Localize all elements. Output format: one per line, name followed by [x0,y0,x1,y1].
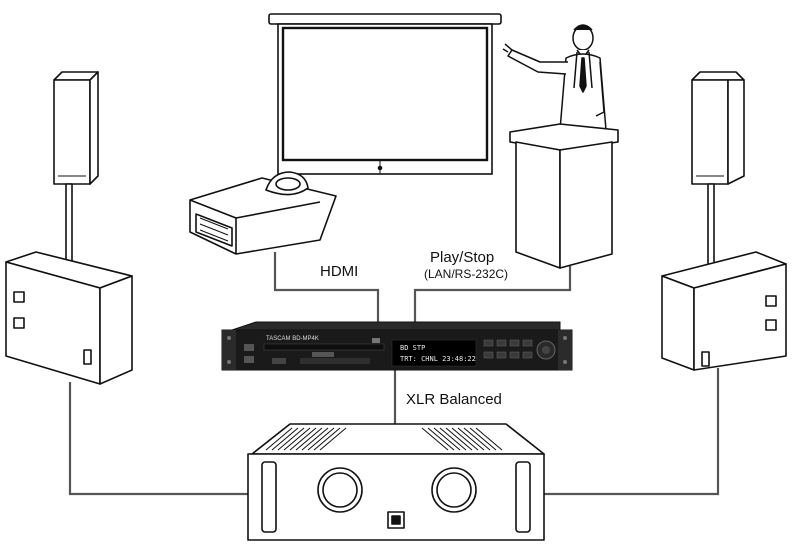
hdmi-label: HDMI [320,263,358,280]
control-label: Play/Stop [430,249,494,266]
cables [68,252,720,496]
podium-icon [509,123,619,269]
control-sub-label: (LAN/RS-232C) [424,267,508,281]
projector-icon [189,171,337,255]
transport-buttons [483,339,533,359]
player-display-line1: BD STP [400,344,425,352]
player-display-line2: TRT: CHNL 23:48:22 [400,355,476,363]
hdmi-cable [273,252,380,322]
projection-screen-icon [268,13,502,175]
speaker-icon [661,71,787,371]
speaker-cable-right [542,368,720,496]
audio-label: XLR Balanced [406,391,502,408]
lan-cable [413,262,572,322]
speaker-cable-left [68,382,250,496]
media-player: TASCAM BD-MP4K BD STP TRT: CHNL 23:48:22 [221,321,573,371]
speaker-icon [5,71,133,385]
amplifier-icon [247,423,545,541]
player-brand: TASCAM BD-MP4K [266,336,319,342]
presenter-icon [502,24,607,131]
